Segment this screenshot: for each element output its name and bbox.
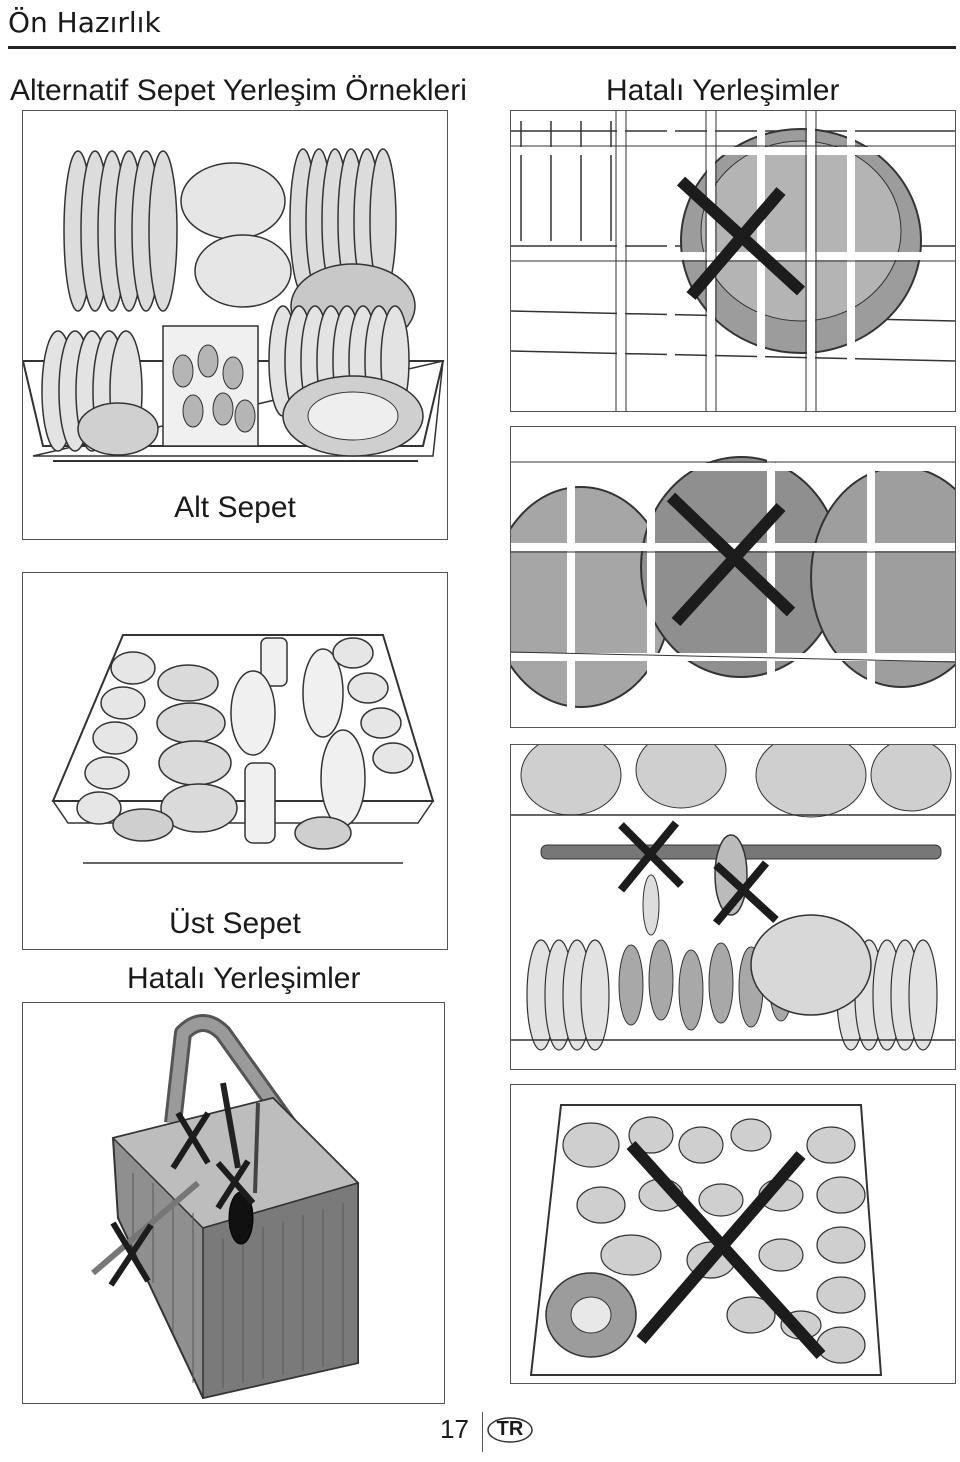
language-code: TR — [496, 1418, 524, 1440]
upper-basket-caption: Üst Sepet — [169, 907, 301, 940]
lower-basket-caption: Alt Sepet — [174, 491, 296, 524]
language-badge: TR — [486, 1416, 534, 1444]
cutlery-basket-panel — [22, 1002, 445, 1404]
cutlery-basket-illustration — [91, 1014, 360, 1400]
lower-basket-illustration — [23, 148, 445, 462]
wrong-placement-panel-3 — [510, 744, 956, 1070]
wrong-placement-panel-2 — [510, 426, 956, 728]
header-divider — [8, 46, 956, 49]
upper-basket-illustration — [51, 634, 435, 864]
wrong-placement-heading-left: Hatalı Yerleşimler — [127, 962, 361, 995]
lower-basket-panel: Alt Sepet — [22, 110, 448, 540]
language-badge-outline — [487, 1417, 533, 1443]
upper-basket-panel: Üst Sepet — [22, 572, 448, 950]
footer-divider — [482, 1412, 483, 1452]
page-number: 17 — [440, 1414, 469, 1444]
wrong-placement-panel-1 — [510, 110, 956, 412]
wrong-placement-illustration-4 — [529, 1104, 883, 1376]
wrong-placement-heading-right: Hatalı Yerleşimler — [606, 74, 840, 107]
wrong-placement-panel-4 — [510, 1084, 956, 1384]
section-title: Ön Hazırlık — [8, 6, 161, 39]
wrong-placement-illustration-3 — [511, 745, 955, 1051]
alternative-placement-heading: Alternatif Sepet Yerleşim Örnekleri — [10, 74, 467, 107]
wrong-placement-illustration-2 — [511, 427, 955, 727]
wrong-placement-illustration-1 — [511, 111, 955, 411]
